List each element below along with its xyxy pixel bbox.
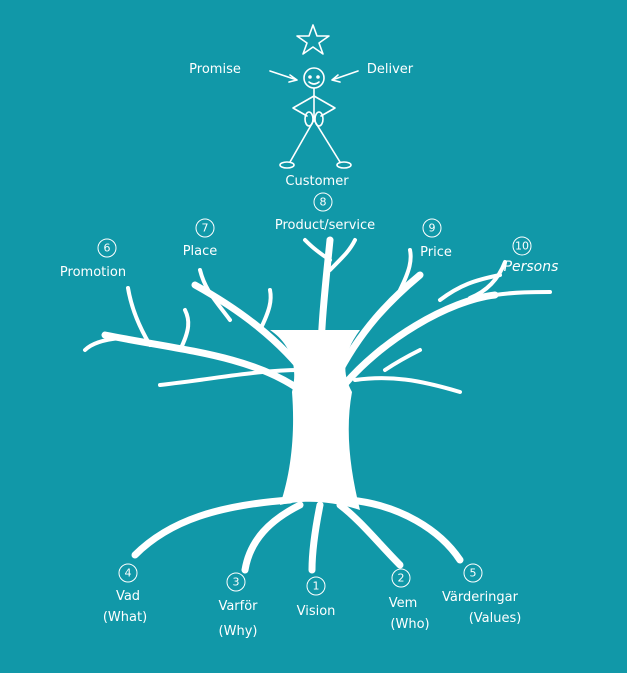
branch-label-price: Price [420,245,452,260]
branch-label-product: Product/service [274,218,376,233]
root-label-vem: Vem [388,596,418,611]
root-sub-what: (What) [102,610,148,625]
branch-number-6: 6 [97,238,117,258]
root-number-1: 1 [306,576,326,596]
customer-label: Customer [285,174,349,189]
branch-label-promotion: Promotion [59,265,127,280]
root-number-3: 3 [226,572,246,592]
root-label-varfor: Varför [218,599,258,614]
star-icon [296,24,330,55]
root-label-varderingar: Värderingar [442,590,518,605]
branch-number-10: 10 [512,236,532,256]
branch-number-9: 9 [422,218,442,238]
root-number-5: 5 [463,563,483,583]
root-sub-values: (Values) [468,611,522,626]
root-sub-why: (Why) [218,624,258,639]
root-label-vad: Vad [115,589,141,604]
branch-number-8: 8 [313,192,333,212]
branch-number-7: 7 [195,218,215,238]
arrow-icon [269,70,359,83]
deliver-label: Deliver [366,62,414,77]
root-number-2: 2 [391,568,411,588]
root-label-vision: Vision [296,604,336,619]
stick-figure-customer [279,67,352,169]
promise-label: Promise [189,62,241,77]
root-number-4: 4 [118,563,138,583]
branch-label-place: Place [182,244,218,259]
branch-label-persons: Persons [503,259,559,275]
root-sub-who: (Who) [390,617,430,632]
